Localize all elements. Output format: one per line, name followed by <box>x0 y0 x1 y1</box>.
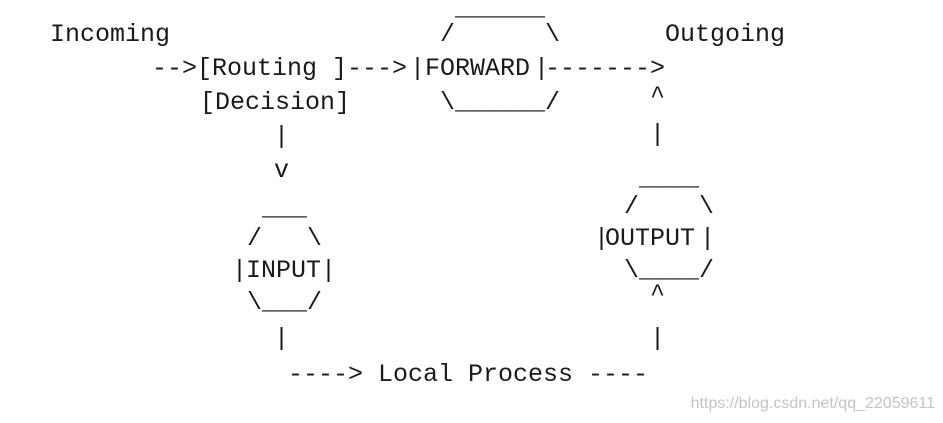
output-box-upper: / \ <box>594 192 715 221</box>
routing-decision-line: -->[Routing ]---> <box>152 54 408 83</box>
input-down-connector: | <box>274 324 290 353</box>
label-incoming: Incoming <box>50 20 171 49</box>
output-box-right: | <box>700 224 716 253</box>
label-forward: FORWARD <box>425 54 531 83</box>
routing-decision-second-line: [Decision] <box>200 88 351 117</box>
input-box-top: ___ <box>232 194 308 223</box>
input-box-upper: / \ <box>232 224 323 253</box>
forward-box-lower: \______/ <box>410 88 561 117</box>
output-box-left: | <box>594 224 610 253</box>
label-input: INPUT <box>246 256 322 285</box>
output-box-top: ____ <box>594 164 700 193</box>
input-box-left: | <box>232 256 248 285</box>
down-connector: | <box>274 122 290 151</box>
forward-box-left: | <box>410 54 426 83</box>
label-outgoing: Outgoing <box>665 20 786 49</box>
forward-box-right: | <box>534 54 550 83</box>
input-box-right: | <box>321 256 337 285</box>
down-arrow-head: v <box>274 156 290 185</box>
up-connector-bottom: | <box>650 324 666 353</box>
forward-box-upper: / \ <box>410 20 561 49</box>
up-connector-top: | <box>650 120 666 149</box>
arrow-to-outgoing: -------> <box>545 54 666 83</box>
local-process-line: ----> Local Process ---- <box>288 360 649 389</box>
forward-box-top: ______ <box>410 0 546 23</box>
label-output: OUTPUT <box>605 224 696 253</box>
watermark-url: https://blog.csdn.net/qq_22059611 <box>690 395 935 412</box>
up-arrow-head-bottom: ^ <box>650 280 666 309</box>
up-arrow-head-top: ^ <box>650 82 666 111</box>
output-box-lower: \____/ <box>594 256 715 285</box>
input-box-lower: \___/ <box>232 288 323 317</box>
